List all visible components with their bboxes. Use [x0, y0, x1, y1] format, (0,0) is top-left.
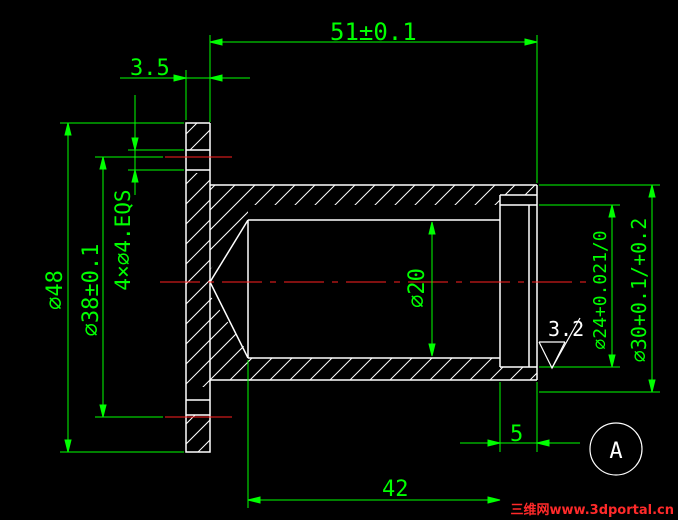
- dim-body-length: 42: [382, 477, 409, 502]
- dim-flange-thickness: 3.5: [130, 56, 170, 81]
- roughness-symbol: [538, 317, 581, 370]
- dim-total-length: 51±0.1: [330, 18, 417, 46]
- dim-recess-dia: ⌀24+0.021/0: [590, 230, 611, 349]
- datum-label: A: [609, 439, 622, 464]
- dim-holes: 4×⌀4.EQS: [111, 189, 135, 290]
- center-lines: [160, 156, 600, 418]
- watermark: 三维网www.3dportal.cn: [511, 502, 674, 518]
- part-outline: [185, 122, 538, 453]
- dim-bolt-circle: ⌀38±0.1: [79, 244, 104, 337]
- dim-outer-dia: ⌀30+0.1/+0.2: [627, 218, 651, 363]
- dim-flange-dia: ⌀48: [43, 270, 68, 310]
- dimension-lines: [60, 35, 660, 508]
- datum-circle: [589, 422, 643, 476]
- dim-bore-dia: ⌀20: [405, 268, 430, 308]
- roughness-value: 3.2: [548, 317, 584, 341]
- dim-recess-depth: 5: [510, 422, 523, 447]
